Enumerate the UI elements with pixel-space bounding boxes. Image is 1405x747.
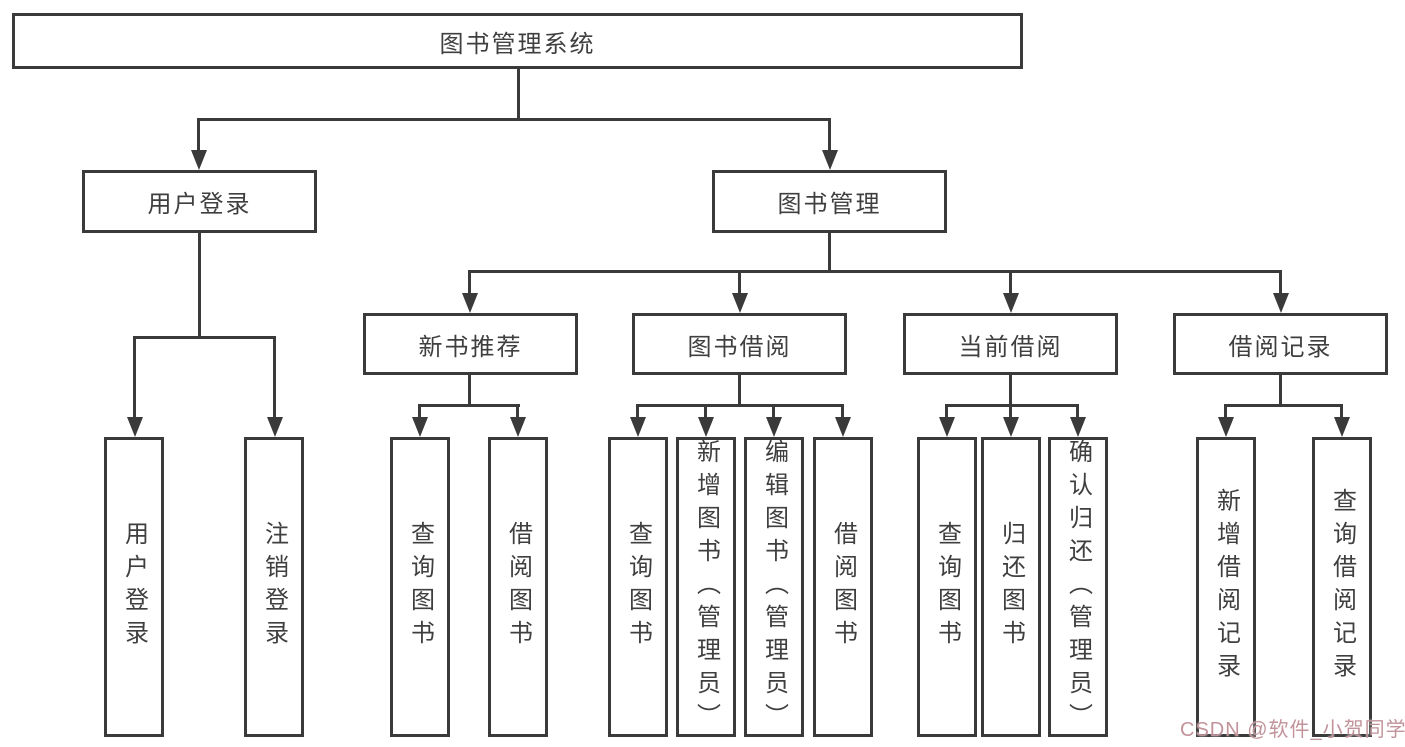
arrowhead-down [1003,417,1019,437]
leaf-query-borrow-record: 查询借阅记录 [1312,437,1372,737]
node-book-borrowing: 图书借阅 [632,313,847,375]
node-label: 查询图书 [406,521,434,653]
node-label: 新增借阅记录 [1212,488,1240,686]
arrowhead-down [1070,417,1086,437]
arrowhead-down [698,417,714,437]
node-label: 新增图书（管理员） [692,438,720,736]
connector [738,375,741,406]
node-label: 查询图书 [933,521,961,653]
arrowhead-down [462,293,478,313]
connector [945,404,948,419]
arrowhead-down [766,417,782,437]
connector [197,118,831,121]
arrowhead-down [510,417,526,437]
connector [1224,404,1343,407]
connector [1340,404,1343,419]
connector [945,404,1079,407]
arrowhead-down [939,417,955,437]
arrowhead-down [835,417,851,437]
node-borrowing-records: 借阅记录 [1173,313,1388,375]
arrowhead-down [267,417,283,437]
node-book-management: 图书管理 [712,170,947,233]
node-label: 用户登录 [120,521,148,653]
connector [517,68,520,118]
node-new-book-recommendation: 新书推荐 [363,313,578,375]
node-label: 编辑图书（管理员） [760,438,788,736]
connector [704,404,707,419]
node-label: 用户登录 [147,191,252,218]
connector [636,404,639,419]
connector [1224,404,1227,419]
connector [273,336,276,419]
connector [133,336,276,339]
node-label: 图书管理系统 [439,30,596,58]
leaf-edit-books-admin: 编辑图书（管理员） [744,437,804,737]
node-label: 注销登录 [260,521,288,653]
connector [841,404,844,419]
connector [772,404,775,419]
connector [1009,375,1012,406]
connector [516,404,519,419]
leaf-borrow-books: 借阅图书 [813,437,873,737]
connector [133,336,136,419]
node-label: 确认归还（管理员） [1064,438,1092,736]
leaf-borrow-books-recommend: 借阅图书 [488,437,548,737]
arrowhead-down [1273,293,1289,313]
connector [419,404,520,407]
arrowhead-down [1003,293,1019,313]
node-label: 当前借阅 [958,333,1063,361]
node-label: 查询图书 [624,521,652,653]
connector [468,270,471,295]
leaf-confirm-return-admin: 确认归还（管理员） [1048,437,1108,737]
leaf-query-books: 查询图书 [608,437,668,737]
connector [468,375,471,406]
node-label: 图书借阅 [687,333,792,361]
csdn-watermark: CSDN @软件_小贺同学 [1180,719,1405,741]
arrowhead-down [1218,417,1234,437]
arrowhead-down [822,150,838,170]
connector [198,233,201,338]
connector [828,233,831,272]
node-user-login: 用户登录 [82,170,317,233]
arrowhead-down [412,417,428,437]
connector [738,270,741,295]
connector [636,404,844,407]
connector [418,404,421,419]
leaf-logout: 注销登录 [244,437,304,737]
leaf-add-books-admin: 新增图书（管理员） [676,437,736,737]
node-library-management-system: 图书管理系统 [12,13,1023,69]
node-label: 新书推荐 [418,333,523,361]
arrowhead-down [732,293,748,313]
node-label: 归还图书 [997,521,1025,653]
arrowhead-down [127,417,143,437]
node-label: 借阅图书 [829,521,857,653]
leaf-add-borrow-record: 新增借阅记录 [1196,437,1256,737]
connector [197,118,200,152]
connector [1009,270,1012,295]
leaf-user-login: 用户登录 [104,437,164,737]
connector [1279,270,1282,295]
node-label: 借阅图书 [504,521,532,653]
leaf-return-books: 归还图书 [981,437,1041,737]
connector [828,118,831,152]
connector [1076,404,1079,419]
leaf-query-books-current: 查询图书 [917,437,977,737]
connector [1009,404,1012,419]
arrowhead-down [191,150,207,170]
node-label: 查询借阅记录 [1328,488,1356,686]
leaf-query-books-recommend: 查询图书 [390,437,450,737]
node-label: 借阅记录 [1228,333,1333,361]
node-current-borrowing: 当前借阅 [903,313,1118,375]
arrowhead-down [1334,417,1350,437]
arrowhead-down [630,417,646,437]
connector [468,270,1282,273]
node-label: 图书管理 [777,191,882,218]
connector [1279,375,1282,406]
